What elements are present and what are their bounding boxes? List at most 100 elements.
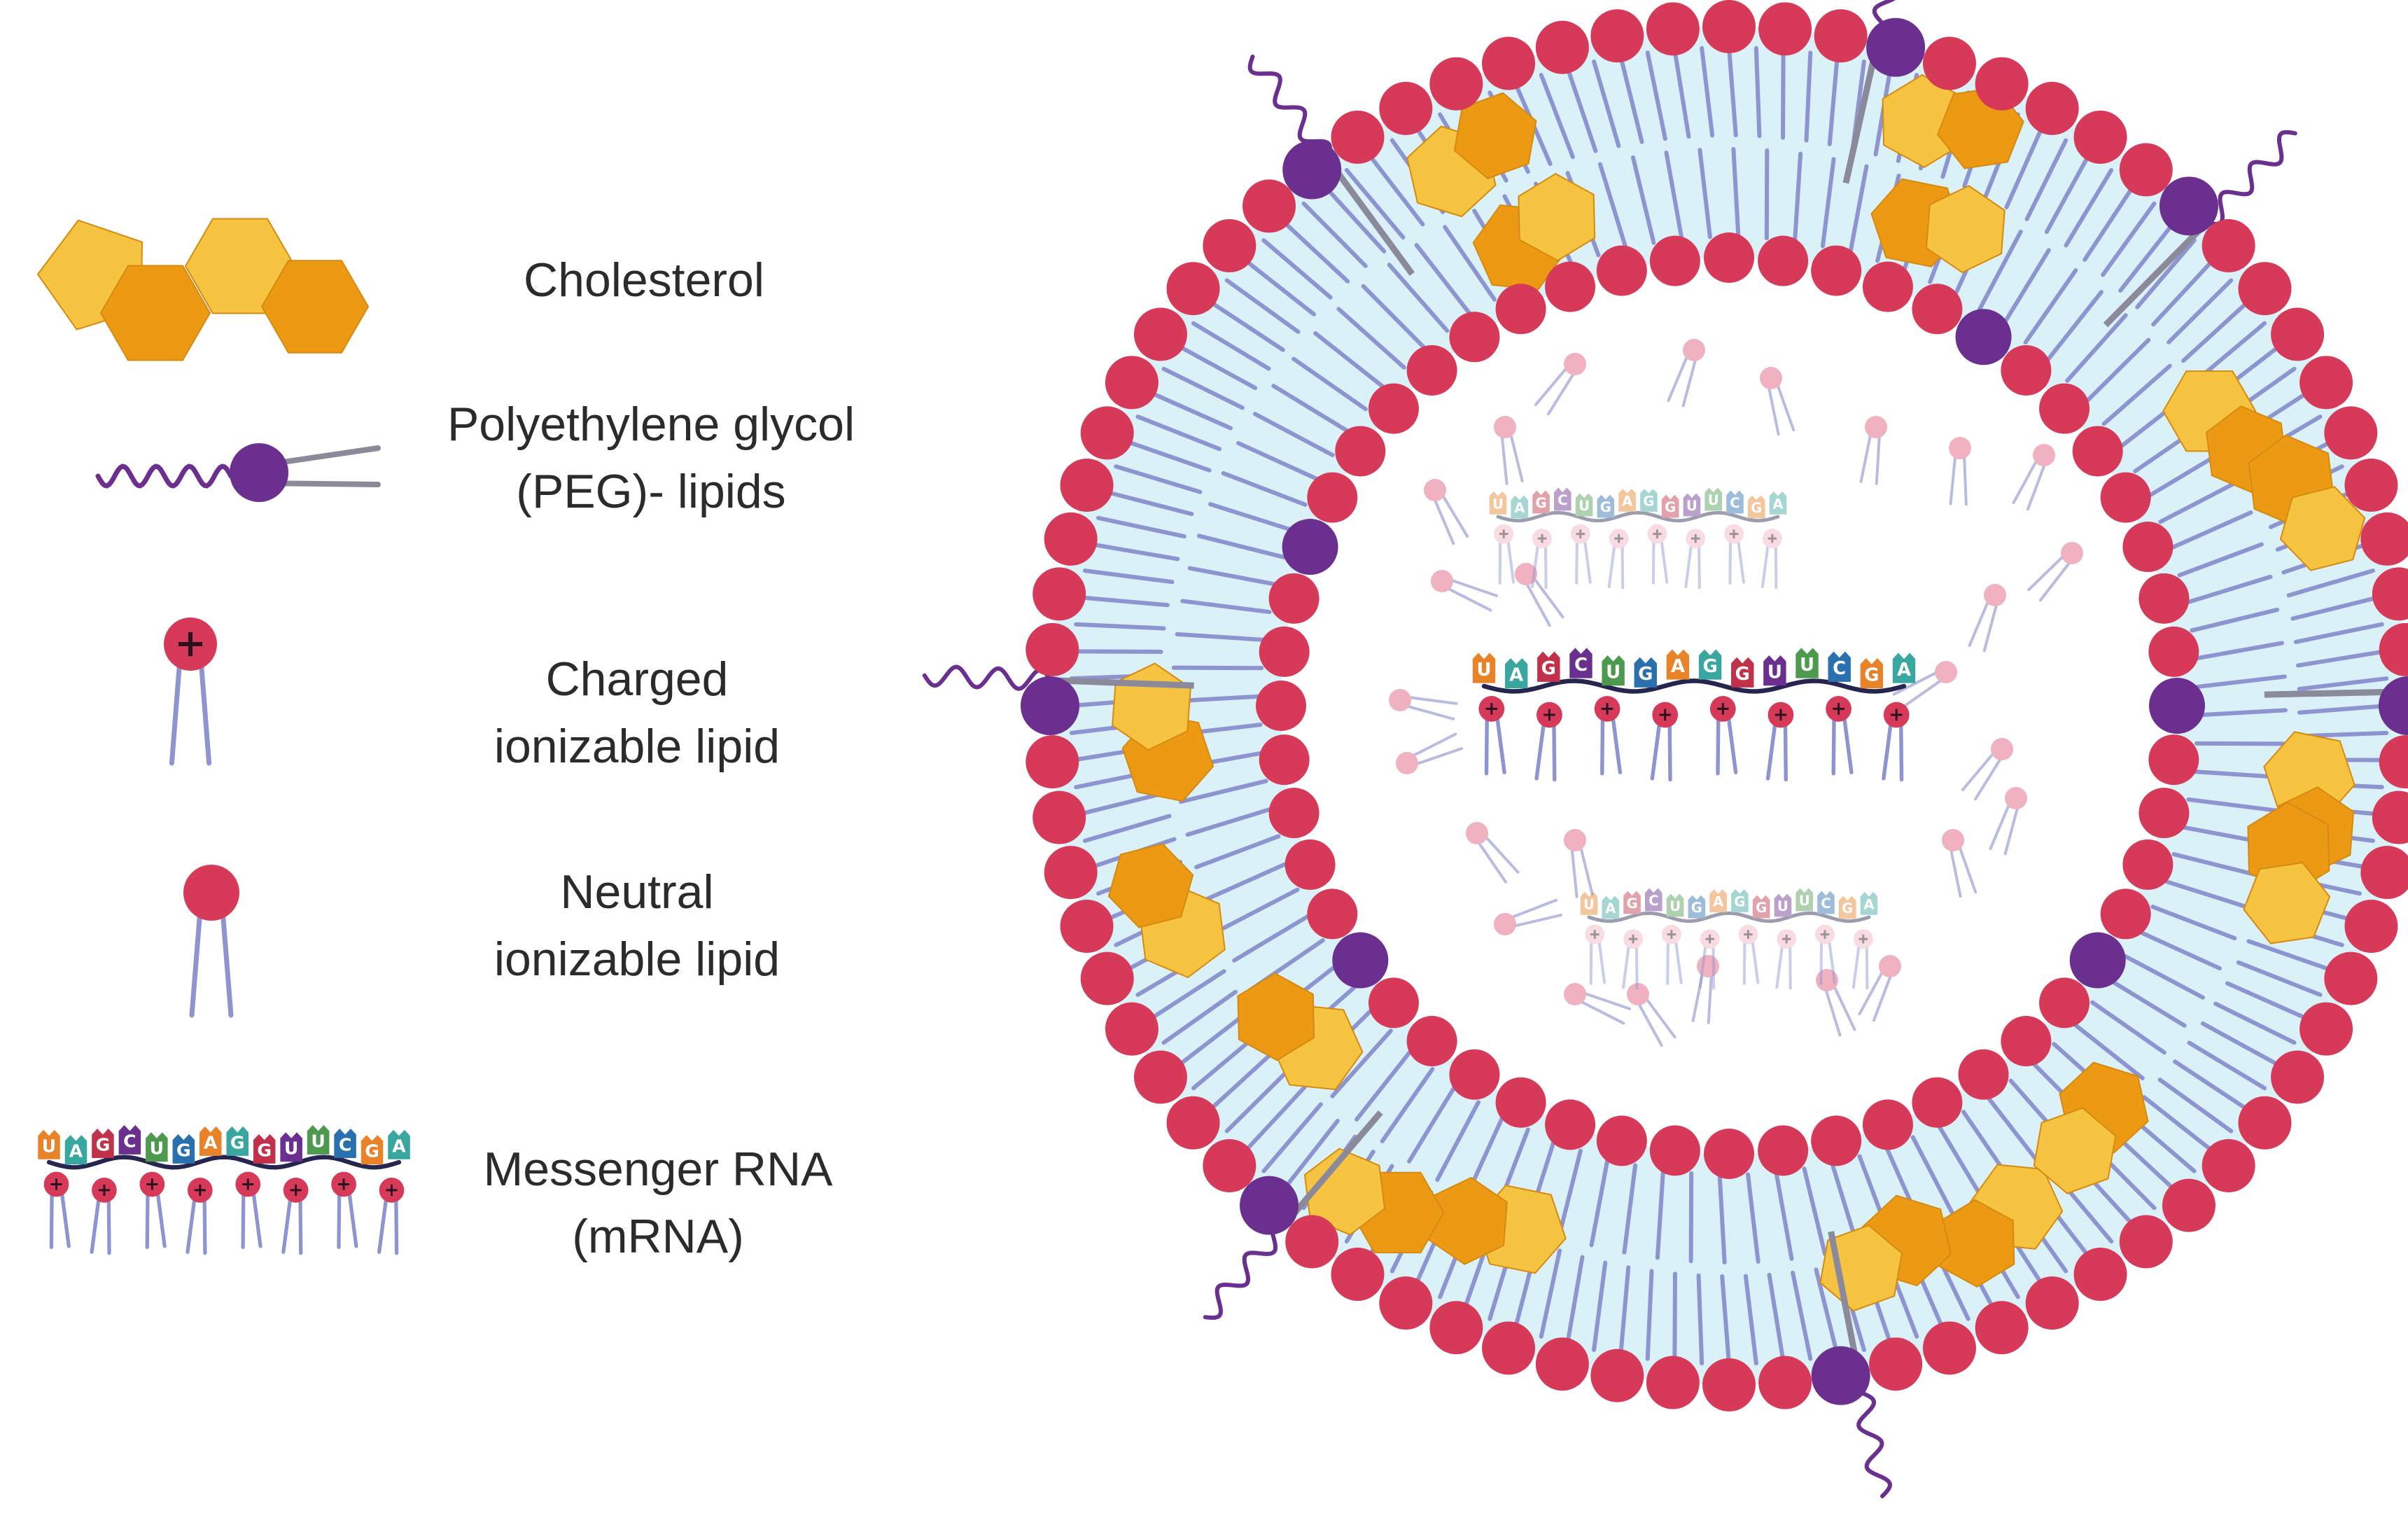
charged-ionizable-lipid	[188, 1178, 213, 1253]
lipid-head	[1758, 2, 1812, 55]
nucleotide-base: U	[1774, 894, 1792, 917]
nucleotide-base: G	[1839, 896, 1856, 919]
nucleotide-base: G	[253, 1134, 276, 1164]
base-letter: G	[1734, 894, 1745, 910]
base-letter: A	[1622, 494, 1633, 510]
lipid-head	[2074, 111, 2127, 164]
lipid-head	[1869, 1337, 1922, 1390]
lipid-head	[1167, 262, 1220, 315]
neutral-ionizable-lipid	[1942, 829, 1975, 896]
base-letter: U	[1799, 893, 1810, 909]
lipid-head	[2162, 1179, 2216, 1232]
lipid-head	[1758, 1356, 1812, 1409]
neutral-ionizable-lipid	[1396, 734, 1462, 774]
lipid-head	[1331, 111, 1384, 164]
nucleotide-base: A	[1618, 489, 1636, 512]
base-letter: A	[204, 1132, 218, 1152]
lipid-head	[2101, 473, 2151, 523]
lipid-head	[1026, 735, 1079, 788]
neutral-ionizable-lipid	[2029, 542, 2083, 600]
neutral-ionizable-lipid	[1963, 738, 2013, 799]
nucleotide-base: A	[1511, 496, 1528, 519]
lipid-head	[2238, 1096, 2291, 1150]
charged-ionizable-lipid	[44, 1172, 69, 1248]
neutral-lipid-label-line2: ionizable lipid	[406, 926, 868, 993]
peg-head	[1956, 309, 2012, 365]
charged-lipid-label-line2: ionizable lipid	[406, 713, 868, 780]
neutral-ionizable-lipid	[1693, 955, 1719, 1023]
lipid-head	[1379, 1276, 1432, 1330]
nucleotide-base: A	[1893, 653, 1915, 683]
nucleotide-base: U	[1473, 653, 1495, 683]
lipid-tail	[1073, 651, 1161, 652]
lipid-head	[1590, 9, 1644, 62]
base-letter: C	[1558, 492, 1567, 508]
lipid-head	[1259, 627, 1310, 677]
base-letter: A	[1671, 656, 1685, 677]
rna-backbone	[1498, 513, 1778, 520]
nucleotide-base: U	[1795, 648, 1818, 678]
peg-head	[1866, 18, 1925, 77]
base-letter: U	[1768, 662, 1782, 683]
lipid-head	[1032, 567, 1086, 620]
charged-ionizable-lipid	[1595, 696, 1620, 774]
lipid-head	[2202, 1139, 2255, 1192]
nucleotide-base: G	[1753, 895, 1770, 919]
nucleotide-base: C	[119, 1125, 141, 1155]
lipid-head	[1494, 416, 1516, 438]
base-letter: G	[1756, 900, 1767, 916]
nucleotide-base: G	[173, 1134, 195, 1164]
lipid-head	[1811, 246, 1861, 296]
lipid-head	[1536, 21, 1589, 74]
lipid-head	[2026, 1276, 2079, 1330]
base-letter: A	[1772, 496, 1784, 513]
base-letter: U	[1578, 498, 1590, 514]
lipid-head	[1429, 57, 1483, 111]
nucleotide-base: U	[1576, 494, 1593, 517]
base-letter: G	[1643, 494, 1654, 510]
lipid-head	[1269, 788, 1320, 838]
nucleotide-base: U	[38, 1130, 60, 1159]
lipid-head	[1379, 82, 1432, 135]
lipid-head	[2138, 788, 2189, 838]
lipid-head	[1032, 791, 1086, 844]
nucleotide-base: A	[65, 1135, 88, 1164]
base-letter: C	[1730, 495, 1740, 511]
nucleotide-base: G	[1731, 889, 1749, 912]
lipid-head	[1044, 846, 1098, 899]
lipid-head	[2148, 627, 2199, 677]
neutral-lipid-label: Neutral ionizable lipid	[406, 858, 868, 993]
peg-head	[2070, 933, 2126, 989]
nucleotide-base: G	[1688, 895, 1706, 919]
lipid-head	[1203, 1139, 1256, 1192]
base-letter: G	[257, 1140, 272, 1160]
base-letter: A	[1514, 500, 1525, 516]
lipid-head	[1702, 0, 1756, 53]
base-letter: U	[311, 1131, 325, 1151]
base-letter: A	[69, 1141, 83, 1162]
base-letter: U	[1686, 498, 1698, 514]
neutral-ionizable-lipid	[1760, 367, 1793, 434]
lipid-tail	[1174, 668, 1261, 669]
charged-ionizable-lipid	[284, 1178, 309, 1253]
lipid-head	[1081, 406, 1134, 459]
charged-ionizable-lipid	[1826, 696, 1851, 774]
base-letter: C	[339, 1135, 352, 1155]
neutral-ionizable-lipid	[1949, 437, 1971, 504]
lipid-head	[1389, 689, 1411, 711]
base-letter: G	[176, 1140, 191, 1160]
mrna-label-line1: Messenger RNA	[420, 1136, 896, 1203]
lipid-tail	[1674, 1274, 1675, 1361]
charged-ionizable-lipid	[1854, 929, 1873, 988]
nucleotide-base: U	[1795, 888, 1813, 912]
lipid-tail	[1783, 50, 1784, 137]
nucleotide-base: U	[1581, 892, 1598, 915]
lipid-head	[1597, 1115, 1647, 1166]
nucleotide-base: U	[1704, 488, 1722, 511]
base-letter: G	[1665, 499, 1676, 515]
lipid-head	[1429, 1301, 1483, 1354]
lipid-head	[1466, 822, 1488, 844]
lipid-head	[2271, 1051, 2324, 1104]
